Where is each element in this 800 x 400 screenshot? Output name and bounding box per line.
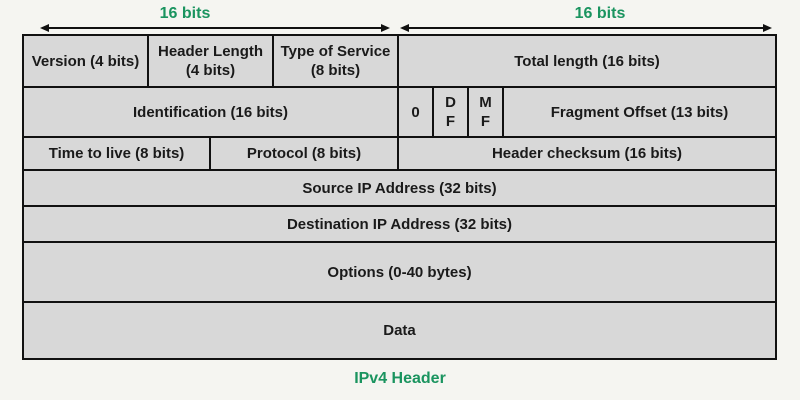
arrow-right-head-icon	[763, 23, 772, 32]
cell-data: Data	[21, 301, 778, 360]
table-row: Source IP Address (32 bits)	[21, 169, 778, 207]
right-span-arrow	[400, 23, 772, 32]
cell-flag-df: D F	[432, 86, 470, 138]
cell-version: Version (4 bits)	[22, 34, 149, 88]
table-row: Version (4 bits) Header Length (4 bits) …	[22, 34, 778, 88]
arrow-right-head-icon	[381, 23, 390, 32]
ipv4-header-table: Version (4 bits) Header Length (4 bits) …	[21, 34, 778, 360]
cell-total-length: Total length (16 bits)	[397, 34, 778, 88]
cell-options: Options (0-40 bytes)	[21, 241, 778, 303]
cell-header-checksum: Header checksum (16 bits)	[397, 136, 778, 171]
arrow-line	[49, 26, 381, 29]
arrow-left-head-icon	[40, 23, 49, 32]
cell-identification: Identification (16 bits)	[21, 86, 400, 138]
cell-header-length: Header Length (4 bits)	[146, 34, 275, 88]
cell-protocol: Protocol (8 bits)	[208, 136, 400, 171]
diagram-caption: IPv4 Header	[354, 370, 446, 387]
bits-label-right: 16 bits	[574, 5, 626, 22]
table-row: Data	[21, 301, 778, 360]
cell-flag-mf: M F	[467, 86, 505, 138]
arrow-left-head-icon	[400, 23, 409, 32]
cell-time-to-live: Time to live (8 bits)	[22, 136, 211, 171]
bits-label-left: 16 bits	[159, 5, 211, 22]
cell-source-ip: Source IP Address (32 bits)	[21, 169, 778, 207]
cell-flag-reserved: 0	[397, 86, 435, 138]
cell-destination-ip: Destination IP Address (32 bits)	[21, 205, 778, 243]
table-row: Time to live (8 bits) Protocol (8 bits) …	[22, 136, 778, 171]
table-row: Identification (16 bits) 0 D F M F Fragm…	[21, 86, 778, 138]
table-row: Options (0-40 bytes)	[21, 241, 778, 303]
cell-fragment-offset: Fragment Offset (13 bits)	[502, 86, 778, 138]
cell-type-of-service: Type of Service (8 bits)	[272, 34, 400, 88]
table-row: Destination IP Address (32 bits)	[21, 205, 778, 243]
left-span-arrow	[40, 23, 390, 32]
arrow-line	[409, 26, 763, 29]
